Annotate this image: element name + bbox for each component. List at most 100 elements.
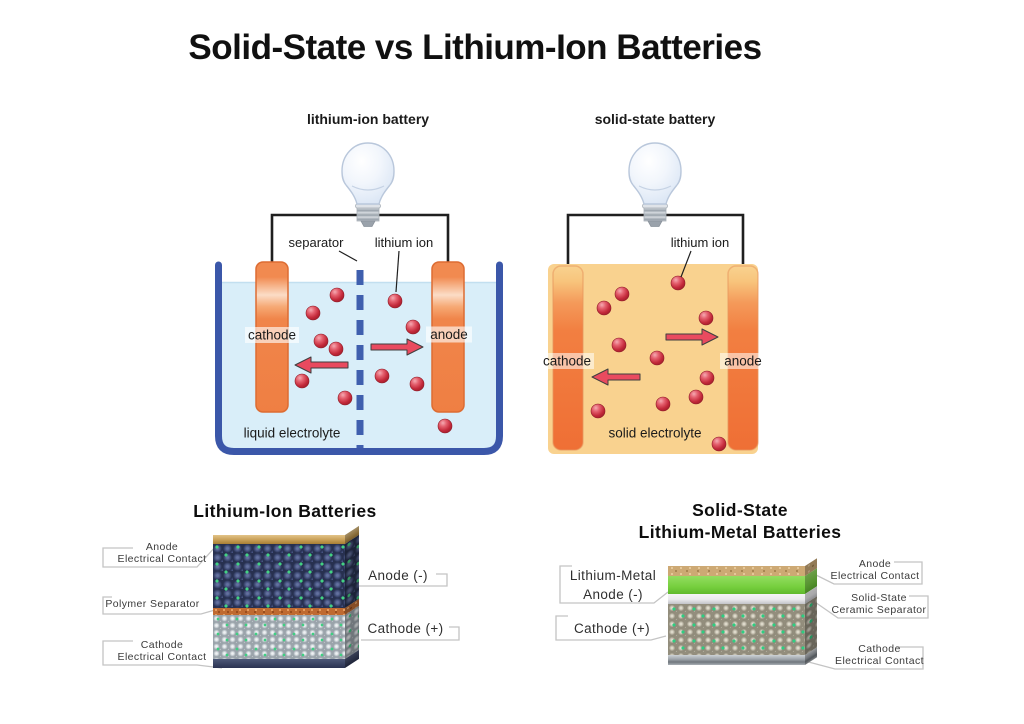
connector-line	[555, 615, 667, 641]
bulb-glass-line	[638, 185, 672, 191]
ion-flow-arrow-right	[370, 338, 424, 356]
page-title: Solid-State vs Lithium-Ion Batteries	[188, 28, 762, 67]
cathode-contact-layer	[668, 655, 805, 665]
anode-label: anode	[430, 327, 468, 342]
lithium-ion-cell-diagram: lithium-ion battery	[215, 111, 503, 455]
cell-caption: lithium-ion battery	[307, 111, 429, 127]
label-line: Solid-State	[851, 592, 907, 604]
polymer-separator-layer	[213, 608, 345, 615]
bulb-glass	[628, 142, 682, 205]
anode-label-band	[720, 353, 766, 369]
cathode-plus-label: Cathode (+)	[367, 621, 444, 636]
bulb-glass-line	[351, 185, 385, 191]
lithium-ion-dot	[596, 300, 612, 316]
label-line: Electrical Contact	[117, 650, 207, 663]
anode-contact-label: Anode Electrical Contact	[825, 558, 925, 582]
separator-pointer-line	[338, 250, 358, 262]
connector-line	[811, 595, 929, 619]
ceramic-separator-label: Solid-State Ceramic Separator	[828, 592, 930, 616]
connector-line	[807, 561, 923, 585]
connector-line	[102, 640, 223, 669]
label-line: Cathode	[140, 639, 184, 651]
bulb-screw-base	[356, 207, 380, 222]
lithium-ion-label: lithium ion	[671, 235, 730, 250]
connector-line	[102, 596, 216, 615]
lithium-ion-dot	[688, 389, 704, 405]
label-line: Electrical Contact	[830, 569, 920, 582]
lithium-ion-dot	[329, 287, 345, 303]
separator-label: separator	[289, 235, 345, 250]
lithium-ion-dot	[611, 337, 627, 353]
bulb-tip	[360, 220, 376, 227]
lithium-ion-dot	[655, 396, 671, 412]
cathode-label-band	[245, 327, 299, 343]
cathode-label: cathode	[248, 328, 296, 343]
liion-structure-title: Lithium-Ion Batteries	[193, 501, 377, 521]
ion-flow-arrow-right	[665, 328, 719, 346]
solid-electrolyte-label: solid electrolyte	[608, 426, 701, 441]
cube-front-face	[668, 566, 805, 665]
lithium-ion-dot	[437, 418, 453, 434]
title-line-1: Solid-State	[692, 500, 788, 520]
lithium-ion-pointer-line	[680, 250, 692, 278]
lithium-ion-dots	[294, 287, 453, 434]
label-line: Lithium-Metal	[569, 568, 657, 583]
label-line: Anode	[858, 558, 892, 570]
lithium-ion-dot	[374, 368, 390, 384]
cathode-contact-label: Cathode Electrical Contact	[106, 639, 218, 663]
cube-front-face	[213, 535, 345, 668]
title-line-2: Lithium-Metal Batteries	[638, 522, 842, 542]
cathode-layer-side	[805, 596, 817, 655]
lithium-ion-dot	[405, 319, 421, 335]
solid-state-cell-diagram: solid-state battery lit	[540, 111, 766, 454]
lithium-ion-dots	[590, 275, 727, 452]
label-line: Anode	[145, 541, 179, 553]
cell-caption: solid-state battery	[595, 111, 716, 127]
cathode-layer	[213, 615, 345, 659]
label-line: Electrical Contact	[835, 654, 924, 667]
solid-state-structure-cube	[668, 558, 817, 665]
bulb-tip	[647, 220, 663, 227]
li-metal-anode-layer	[668, 576, 805, 594]
cathode-label: cathode	[543, 354, 591, 369]
bulb-glass	[341, 142, 395, 205]
lithium-ion-dot	[698, 310, 714, 326]
anode-layer-side	[345, 534, 359, 608]
beaker-container	[215, 261, 503, 455]
solid-state-structure-title: Solid-State Lithium-Metal Batteries	[605, 499, 875, 543]
lithium-ion-dot	[337, 390, 353, 406]
anode-label: anode	[724, 354, 762, 369]
label-line: Electrical Contact	[117, 552, 207, 565]
anode-layer	[213, 544, 345, 608]
anode-contact-layer	[213, 535, 345, 544]
lithium-ion-dot	[699, 370, 715, 386]
light-bulb-icon	[628, 142, 682, 227]
anode-label-band	[426, 326, 472, 343]
lithium-ion-dot	[313, 333, 329, 349]
lithium-ion-dot	[387, 293, 403, 309]
ceramic-separator-layer	[668, 594, 805, 604]
connector-line	[361, 626, 460, 641]
lithium-ion-dot	[305, 305, 321, 321]
anode-contact-layer	[668, 566, 805, 576]
light-bulb-icon	[341, 142, 395, 227]
ion-flow-arrow-left	[591, 368, 641, 386]
ion-flow-arrow-left	[294, 356, 349, 374]
lithium-ion-label: lithium ion	[375, 235, 434, 250]
cube-side-face	[345, 525, 359, 668]
callout-connectors	[102, 545, 929, 670]
lithium-ion-dot	[711, 436, 727, 452]
lithium-ion-dot	[409, 376, 425, 392]
lithium-ion-dot	[670, 275, 686, 291]
cathode-label-band	[540, 353, 594, 369]
cube-side-face	[805, 558, 817, 665]
li-metal-anode-label: Lithium-Metal Anode (-)	[563, 566, 663, 604]
connector-line	[358, 573, 448, 587]
anode-contact-label: Anode Electrical Contact	[106, 541, 218, 565]
connector-line	[102, 545, 217, 568]
connector-line	[800, 646, 924, 670]
cathode-plus-label: Cathode (+)	[573, 621, 651, 636]
liion-structure-cube	[213, 525, 359, 668]
lithium-ion-dot	[649, 350, 665, 366]
